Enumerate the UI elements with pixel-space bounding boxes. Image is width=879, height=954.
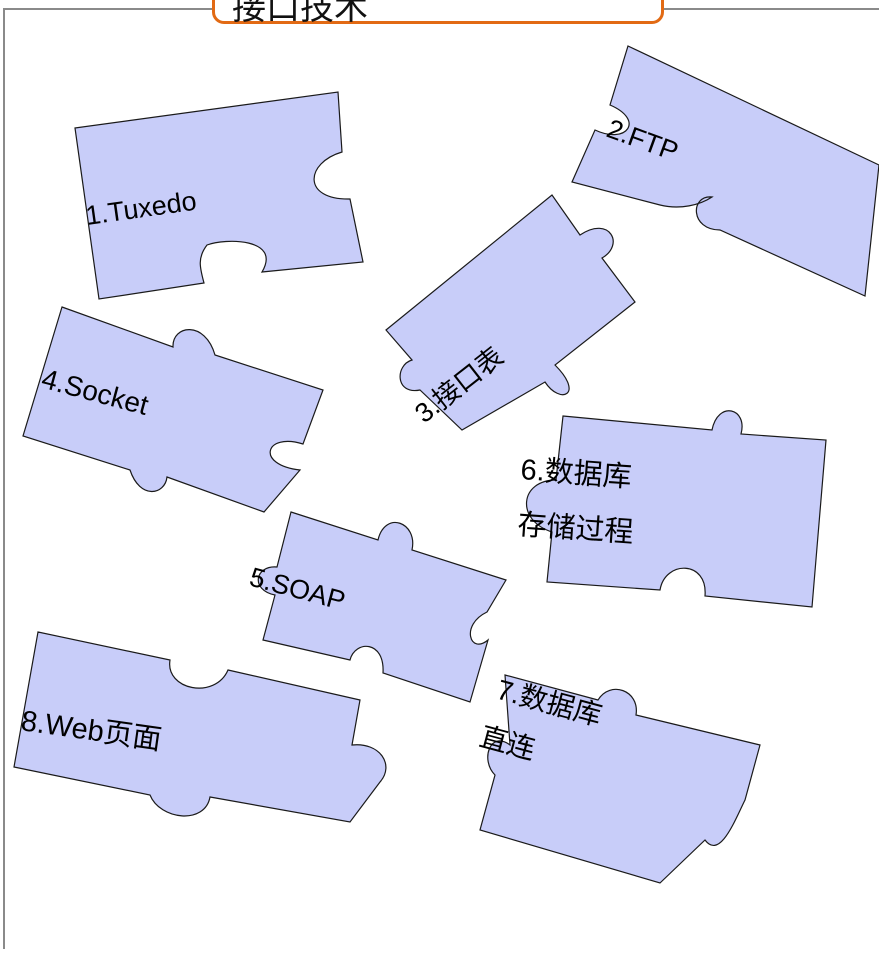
puzzle-piece-db-direct: 7.数据库 直连 [476, 674, 761, 884]
slide-title: 接口技术 [232, 0, 368, 28]
puzzle-piece-tuxedo: 1.Tuxedo [74, 91, 364, 300]
title-box [212, 0, 664, 24]
frame-left [3, 8, 212, 949]
puzzle-piece-ftp: 2.FTP [571, 45, 879, 297]
puzzle-piece-stored-procedure: 6.数据库 存储过程 [517, 410, 827, 608]
puzzle-piece-socket: 4.Socket [22, 306, 324, 513]
puzzle-piece-web-page: 8.Web页面 [13, 631, 387, 823]
puzzle-piece-soap: 5.SOAP [246, 511, 507, 703]
puzzle-piece-interface-table: 3.接口表 [385, 194, 636, 431]
piece-label-stored-procedure-line2: 存储过程 [517, 508, 635, 549]
piece-label-stored-procedure-line1: 6.数据库 [520, 453, 633, 494]
